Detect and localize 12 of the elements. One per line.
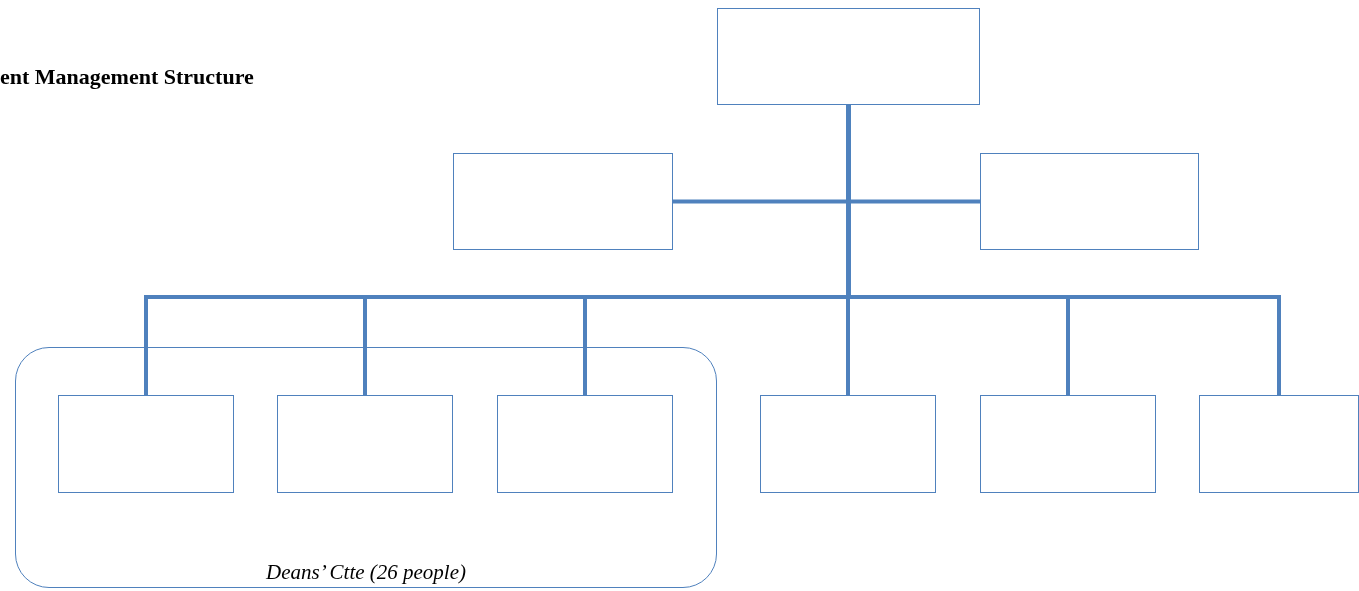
empty-box — [717, 8, 980, 105]
diagram-title: ent Management Structure — [0, 64, 254, 90]
empty-box — [980, 153, 1199, 250]
empty-box — [1199, 395, 1359, 493]
group-label: Deans’ Ctte (26 people) — [264, 560, 467, 585]
group-frame — [15, 347, 717, 588]
empty-box — [496, 394, 673, 493]
empty-box — [57, 394, 234, 493]
empty-box — [453, 153, 673, 250]
empty-box — [980, 395, 1156, 493]
empty-box — [760, 395, 936, 493]
empty-box — [276, 394, 453, 493]
